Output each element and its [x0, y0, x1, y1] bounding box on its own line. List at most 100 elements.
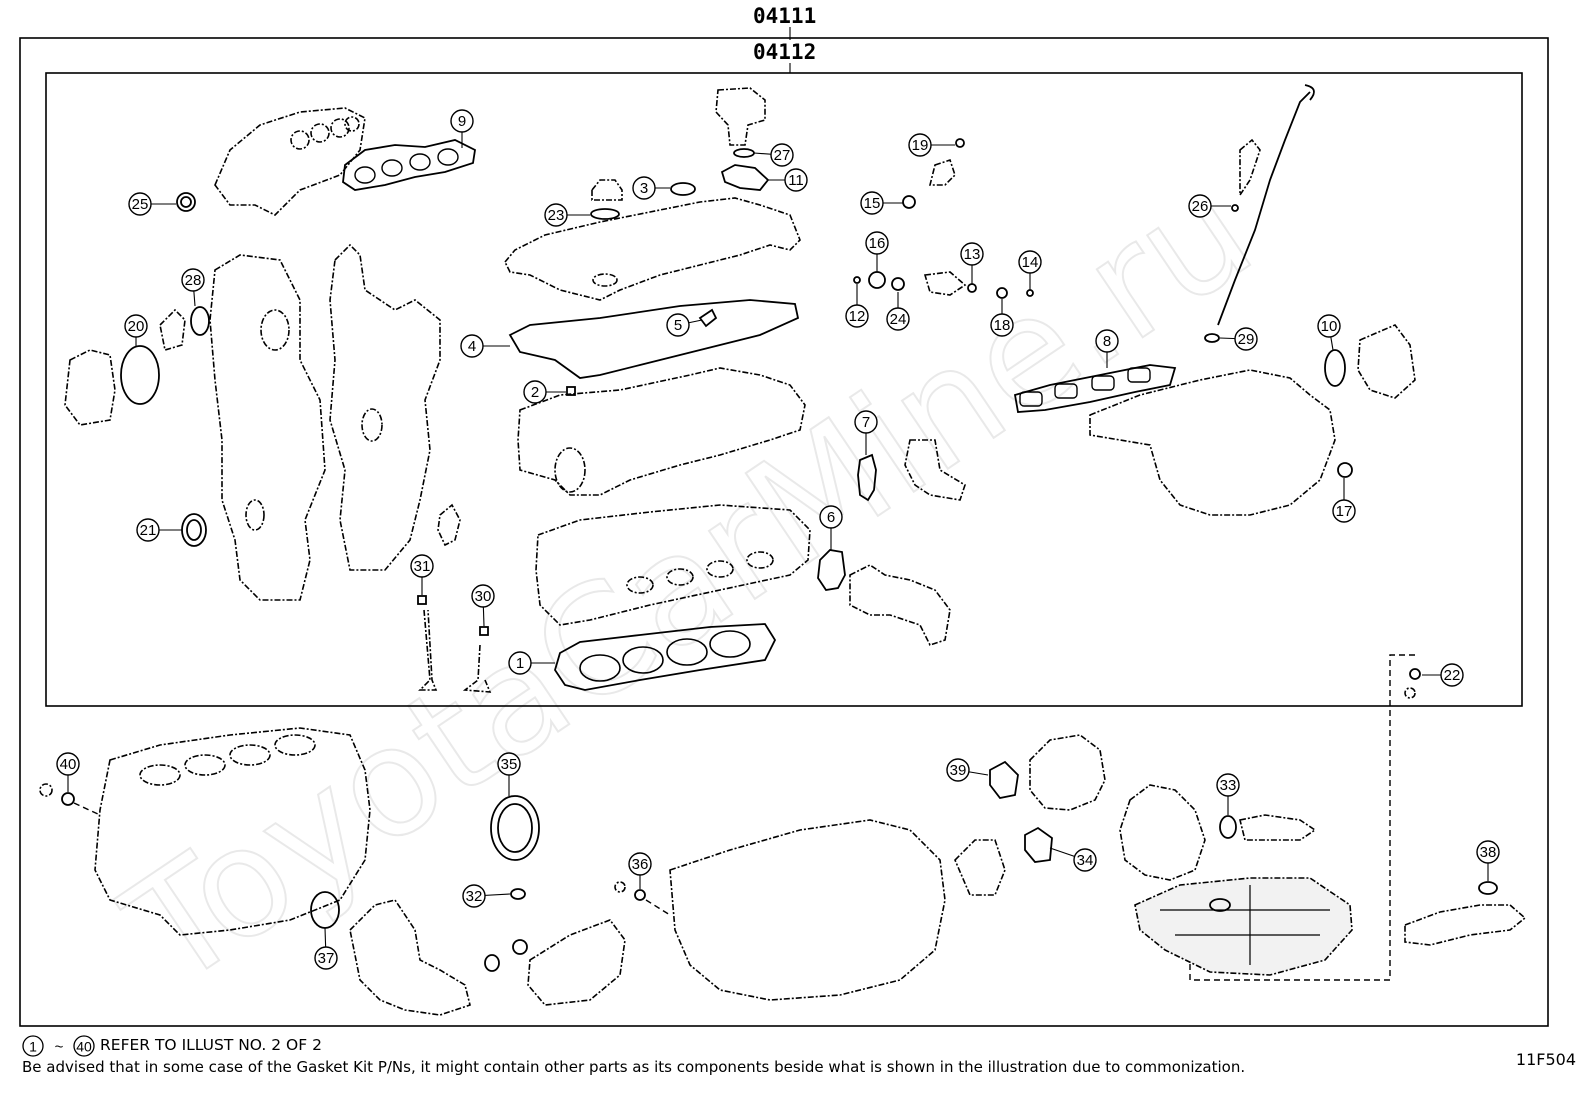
- callout-35[interactable]: 35: [497, 752, 521, 796]
- oil-filler-cap[interactable]: [591, 179, 623, 201]
- oil-filler-housing[interactable]: [715, 87, 766, 146]
- callout-28[interactable]: 28: [181, 268, 205, 307]
- gasket-7[interactable]: [857, 453, 877, 502]
- oil-pump-body[interactable]: [349, 899, 471, 1016]
- valve-31[interactable]: [418, 609, 438, 691]
- o-ring-33[interactable]: [1219, 815, 1237, 839]
- temperature-sensor[interactable]: [923, 271, 967, 296]
- o-ring-32b[interactable]: [512, 939, 528, 955]
- callout-10[interactable]: 10: [1317, 314, 1341, 351]
- o-ring-29[interactable]: [1204, 333, 1220, 343]
- callout-23[interactable]: 23: [544, 203, 590, 227]
- valve-stem-seal-30[interactable]: [479, 626, 489, 636]
- callout-18[interactable]: 18: [990, 299, 1014, 337]
- callout-21[interactable]: 21: [136, 518, 182, 542]
- intake-manifold-gasket-8[interactable]: [1013, 364, 1177, 413]
- callout-16[interactable]: 16: [865, 231, 889, 272]
- callout-14[interactable]: 14: [1018, 250, 1042, 290]
- o-ring-27[interactable]: [733, 148, 755, 158]
- oil-level-gauge[interactable]: [1217, 91, 1311, 326]
- callout-15[interactable]: 15: [860, 191, 903, 215]
- gasket-15[interactable]: [902, 195, 916, 209]
- washer-19[interactable]: [955, 138, 965, 148]
- timing-chain-case[interactable]: [329, 243, 441, 571]
- callout-22[interactable]: 22: [1422, 663, 1464, 687]
- oil-filter-bracket[interactable]: [954, 839, 1006, 896]
- cylinder-block[interactable]: [94, 727, 371, 936]
- gasket-11[interactable]: [720, 164, 770, 191]
- o-ring-32c[interactable]: [484, 954, 500, 972]
- gasket-5[interactable]: [698, 308, 718, 328]
- cap-gasket-23[interactable]: [590, 208, 620, 220]
- callout-6[interactable]: 6: [819, 505, 843, 550]
- throttle-body-gasket-10[interactable]: [1324, 349, 1346, 387]
- callout-34[interactable]: 34: [1049, 847, 1097, 872]
- exhaust-manifold-gasket[interactable]: [342, 139, 476, 191]
- crankcase[interactable]: [669, 819, 946, 1001]
- callout-3[interactable]: 3: [632, 176, 670, 200]
- callout-9[interactable]: 9: [450, 109, 474, 148]
- valve-cover-gasket-4[interactable]: [508, 299, 800, 379]
- callout-26[interactable]: 26: [1188, 194, 1231, 218]
- callout-37[interactable]: 37: [314, 927, 338, 970]
- callout-32[interactable]: 32: [462, 884, 511, 908]
- callout-24[interactable]: 24: [886, 292, 910, 331]
- callout-5[interactable]: 5: [666, 313, 703, 337]
- inner-kit-code[interactable]: 04112: [753, 40, 817, 64]
- callout-19[interactable]: 19: [908, 133, 955, 157]
- gasket-39[interactable]: [989, 760, 1019, 799]
- timing-chain-cover[interactable]: [209, 254, 326, 601]
- plug-12[interactable]: [853, 276, 861, 284]
- intake-manifold[interactable]: [1089, 369, 1336, 516]
- water-outlet[interactable]: [849, 564, 951, 646]
- small-gasket-plate[interactable]: [437, 503, 461, 547]
- plug-3[interactable]: [670, 182, 696, 196]
- gasket-34[interactable]: [1024, 826, 1053, 863]
- gasket-24[interactable]: [891, 277, 905, 291]
- callout-39[interactable]: 39: [946, 758, 989, 782]
- callout-31[interactable]: 31: [410, 554, 434, 595]
- callout-25[interactable]: 25: [128, 192, 176, 216]
- oil-seal-25[interactable]: [176, 192, 196, 212]
- exhaust-manifold[interactable]: [214, 107, 366, 216]
- callout-36[interactable]: 36: [628, 852, 652, 889]
- callout-38[interactable]: 38: [1476, 840, 1500, 881]
- gasket-22[interactable]: [1409, 668, 1421, 680]
- oil-cooler-pipe[interactable]: [1404, 904, 1527, 946]
- water-inlet-pipe[interactable]: [1239, 814, 1317, 841]
- water-pump[interactable]: [1119, 784, 1206, 881]
- rear-oil-seal-35[interactable]: [490, 795, 540, 861]
- throttle-body[interactable]: [1357, 324, 1416, 399]
- seal-2[interactable]: [566, 386, 576, 396]
- gasket-16[interactable]: [868, 271, 886, 289]
- gasket-38[interactable]: [1478, 881, 1498, 895]
- callout-2[interactable]: 2: [523, 380, 566, 404]
- valve-30[interactable]: [462, 644, 492, 693]
- callout-30[interactable]: 30: [471, 584, 495, 627]
- gasket-40[interactable]: [61, 792, 75, 806]
- cylinder-head-gasket-1[interactable]: [554, 623, 777, 691]
- cylinder-head-cover[interactable]: [504, 197, 801, 301]
- water-bypass-housing[interactable]: [1029, 734, 1106, 811]
- callout-13[interactable]: 13: [960, 242, 984, 284]
- cylinder-head[interactable]: [535, 504, 811, 626]
- o-ring-28[interactable]: [190, 306, 210, 336]
- callout-29[interactable]: 29: [1219, 327, 1258, 351]
- camshaft-housing[interactable]: [517, 367, 806, 496]
- callout-11[interactable]: 11: [768, 168, 808, 192]
- oil-pan[interactable]: [1134, 877, 1353, 976]
- sensor-19[interactable]: [928, 158, 956, 186]
- callout-20[interactable]: 20: [124, 314, 148, 346]
- callout-1[interactable]: 1: [508, 651, 555, 675]
- bracket-28[interactable]: [159, 308, 186, 352]
- crank-front-seal-21[interactable]: [181, 513, 207, 547]
- callout-27[interactable]: 27: [753, 143, 794, 167]
- callout-7[interactable]: 7: [854, 410, 878, 455]
- callout-40[interactable]: 40: [56, 752, 80, 792]
- o-ring-26[interactable]: [1231, 204, 1239, 212]
- outer-kit-code[interactable]: 04111: [753, 4, 817, 28]
- water-inlet[interactable]: [904, 439, 966, 501]
- gasket-17[interactable]: [1337, 462, 1353, 478]
- callout-33[interactable]: 33: [1216, 773, 1240, 815]
- callout-8[interactable]: 8: [1095, 329, 1119, 368]
